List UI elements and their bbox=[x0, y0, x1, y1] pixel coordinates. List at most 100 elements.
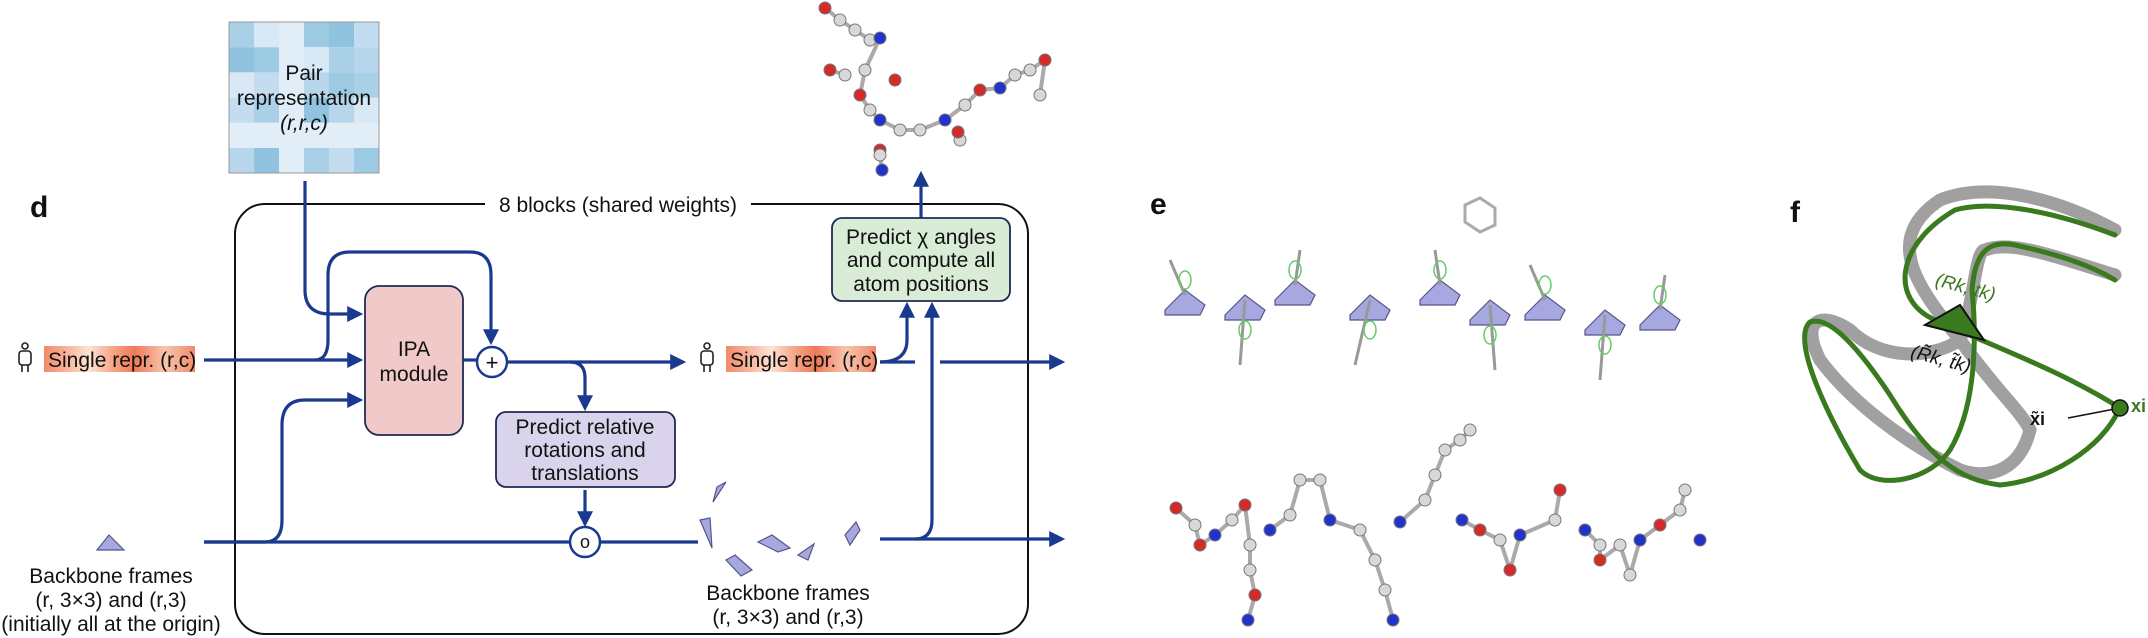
atom bbox=[1243, 563, 1257, 577]
side-chain bbox=[1168, 259, 1187, 296]
backbone-frames-scattered bbox=[699, 481, 861, 577]
chi-angle-marker bbox=[1433, 260, 1447, 280]
atom bbox=[1283, 508, 1297, 522]
svg-text:Single repr. (r,c): Single repr. (r,c) bbox=[48, 349, 196, 372]
heatmap-cell bbox=[329, 22, 354, 48]
heatmap-cell bbox=[229, 22, 254, 48]
heatmap-cell bbox=[229, 97, 254, 123]
svg-text:+: + bbox=[486, 350, 499, 375]
heatmap-cell bbox=[304, 148, 329, 174]
predicted-atom-point bbox=[2111, 399, 2129, 417]
panel-label-f: f bbox=[1790, 196, 1801, 229]
person-icon bbox=[700, 342, 714, 372]
heatmap-cell bbox=[354, 148, 379, 174]
predict-relative-box: Predict relative rotations and translati… bbox=[495, 411, 676, 488]
heatmap-cell bbox=[254, 122, 279, 148]
heatmap-cell bbox=[279, 22, 304, 48]
atom bbox=[1038, 53, 1052, 67]
heatmap-cell bbox=[354, 72, 379, 98]
chi-angle-marker bbox=[1653, 285, 1667, 305]
atom bbox=[1193, 538, 1207, 552]
svg-text:rotations and: rotations and bbox=[524, 439, 645, 462]
atom bbox=[1008, 68, 1022, 82]
atom bbox=[1313, 473, 1327, 487]
side-chain bbox=[1528, 264, 1547, 301]
svg-text:Single repr. (r,c): Single repr. (r,c) bbox=[730, 349, 878, 372]
frame-triangle bbox=[1922, 303, 1987, 342]
atom bbox=[1323, 513, 1337, 527]
atom bbox=[875, 163, 889, 177]
heatmap-cell bbox=[329, 97, 354, 123]
atom bbox=[1455, 513, 1469, 527]
side-chain bbox=[1658, 274, 1667, 311]
atom bbox=[873, 113, 887, 127]
heatmap-cell bbox=[354, 22, 379, 48]
side-chain bbox=[1433, 249, 1442, 286]
bond bbox=[1243, 504, 1252, 546]
atom bbox=[1393, 515, 1407, 529]
atom bbox=[938, 113, 952, 127]
side-chain bbox=[1488, 304, 1497, 371]
chi-angle-marker bbox=[1238, 320, 1252, 340]
atom bbox=[1513, 528, 1527, 542]
residue-frame bbox=[1274, 279, 1316, 306]
atom bbox=[1593, 538, 1607, 552]
residue-frame bbox=[1639, 304, 1681, 331]
atom bbox=[873, 148, 887, 162]
predicted-atom-label: xi bbox=[2131, 396, 2146, 416]
heatmap-cell bbox=[279, 97, 304, 123]
atom bbox=[1633, 533, 1647, 547]
atom bbox=[993, 81, 1007, 95]
heatmap-cell bbox=[304, 122, 329, 148]
heatmap-cell bbox=[304, 97, 329, 123]
chi-angle-marker bbox=[1288, 260, 1302, 280]
atom bbox=[818, 1, 832, 15]
heatmap-cell bbox=[254, 72, 279, 98]
residue-frame bbox=[1419, 279, 1461, 306]
atom bbox=[858, 63, 872, 77]
atom bbox=[1693, 533, 1707, 547]
svg-text:Predict χ angles: Predict χ angles bbox=[846, 226, 996, 249]
atom bbox=[1428, 468, 1442, 482]
heatmap-cell bbox=[354, 47, 379, 73]
residual-arrow bbox=[314, 250, 499, 362]
atom bbox=[1453, 433, 1467, 447]
svg-text:Predict relative: Predict relative bbox=[516, 416, 655, 439]
single-repr-output: Single repr. (r,c) bbox=[700, 342, 878, 372]
atom bbox=[1623, 568, 1637, 582]
heatmap-cell bbox=[354, 97, 379, 123]
plus-node: + bbox=[475, 345, 509, 379]
heatmap-cell bbox=[229, 47, 254, 73]
backbone-frames-output-label: Backbone frames (r, 3×3) and (r,3) bbox=[706, 582, 869, 629]
atom bbox=[1238, 498, 1252, 512]
heatmap-cell bbox=[304, 22, 329, 48]
atom bbox=[1503, 563, 1517, 577]
atom bbox=[1418, 493, 1432, 507]
svg-text:Backbone frames: Backbone frames bbox=[29, 565, 192, 588]
atom bbox=[853, 88, 867, 102]
atom bbox=[1225, 513, 1239, 527]
pair-repr-line1: Pair bbox=[285, 62, 322, 85]
heatmap-cell bbox=[229, 122, 254, 148]
atom bbox=[1553, 483, 1567, 497]
heatmap-cell bbox=[329, 148, 354, 174]
atom bbox=[1463, 423, 1477, 437]
svg-text:Backbone frames: Backbone frames bbox=[706, 582, 869, 605]
panel-label-e: e bbox=[1150, 188, 1167, 221]
svg-text:(r, 3×3) and (r,3): (r, 3×3) and (r,3) bbox=[712, 606, 863, 629]
atom bbox=[1353, 523, 1367, 537]
heatmap-cell bbox=[329, 122, 354, 148]
pair-representation: Pair representation (r,r,c) bbox=[228, 21, 380, 174]
ipa-line2: module bbox=[380, 363, 449, 386]
atom bbox=[848, 23, 862, 37]
residue-frame bbox=[1349, 294, 1391, 321]
predict-chi-box: Predict χ angles and compute all atom po… bbox=[831, 217, 1011, 302]
heatmap-cell bbox=[229, 148, 254, 174]
heatmap-cell bbox=[304, 72, 329, 98]
chi-angle-marker bbox=[1363, 320, 1377, 340]
heatmap-cell bbox=[279, 72, 304, 98]
frames-to-ipa-arrow bbox=[204, 392, 364, 544]
atom bbox=[1673, 503, 1687, 517]
heatmap-cell bbox=[254, 97, 279, 123]
atom bbox=[951, 125, 965, 139]
